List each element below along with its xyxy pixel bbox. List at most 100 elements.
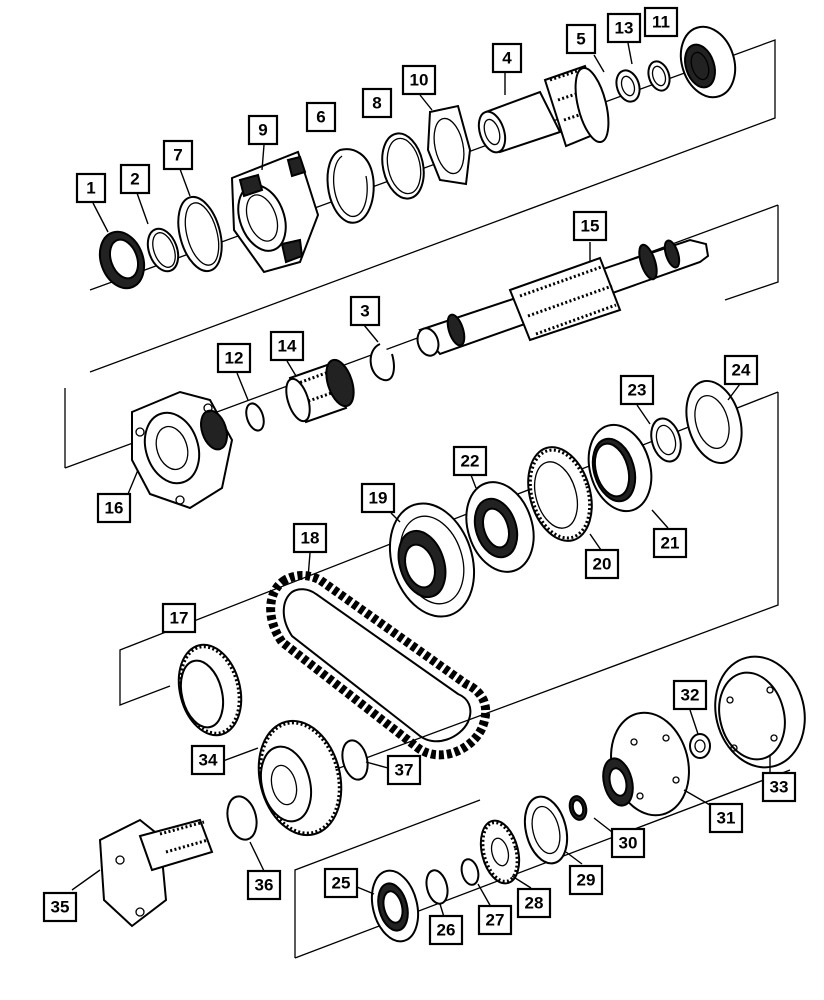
part-21-bearing-cup xyxy=(587,423,653,513)
part-6-snap-ring xyxy=(326,148,375,224)
callout-24: 24 xyxy=(723,354,759,386)
callout-12-label: 12 xyxy=(225,349,244,368)
callout-22: 22 xyxy=(452,445,488,477)
part-top-right-hub xyxy=(679,25,737,99)
callout-10: 10 xyxy=(401,64,437,96)
part-29-pump-rotor xyxy=(523,795,569,865)
callout-35: 35 xyxy=(42,891,78,923)
callout-17: 17 xyxy=(161,602,197,634)
callout-29-label: 29 xyxy=(577,871,596,890)
callout-19-label: 19 xyxy=(369,489,388,508)
callout-37-label: 37 xyxy=(395,761,414,780)
callout-26: 26 xyxy=(428,914,464,946)
part-9-housing xyxy=(230,150,320,274)
callout-27: 27 xyxy=(477,904,513,936)
callout-33-label: 33 xyxy=(770,778,789,797)
part-11-ring xyxy=(647,60,671,92)
callout-13: 13 xyxy=(606,12,642,44)
part-28-pump-gear xyxy=(479,819,521,885)
part-22-bearing xyxy=(465,481,535,573)
callout-3-label: 3 xyxy=(360,302,369,321)
callout-1-label: 1 xyxy=(86,179,95,198)
callout-14-label: 14 xyxy=(278,337,297,356)
callout-5: 5 xyxy=(565,23,597,55)
callout-31-label: 31 xyxy=(717,809,736,828)
callout-7-label: 7 xyxy=(173,146,182,165)
callout-26-label: 26 xyxy=(437,921,456,940)
callout-10-label: 10 xyxy=(410,71,429,90)
callout-35-label: 35 xyxy=(51,898,70,917)
part-27-snap-ring xyxy=(460,858,480,886)
callout-36-label: 36 xyxy=(255,876,274,895)
callout-8-label: 8 xyxy=(372,94,381,113)
part-5-gear xyxy=(543,64,610,148)
callout-33: 33 xyxy=(761,771,797,803)
callout-2-label: 2 xyxy=(130,170,139,189)
part-4-sun-gear-shaft xyxy=(477,90,562,154)
callout-24-label: 24 xyxy=(732,361,751,380)
part-24-thrust-plate xyxy=(685,379,743,465)
callout-27-label: 27 xyxy=(486,911,505,930)
part-1-seal xyxy=(98,230,146,290)
callout-5-label: 5 xyxy=(576,30,585,49)
callout-16-label: 16 xyxy=(105,499,124,518)
callout-28-label: 28 xyxy=(525,894,544,913)
callout-23: 23 xyxy=(619,374,655,406)
part-7-shim xyxy=(177,195,223,273)
part-35-output-shaft xyxy=(98,818,214,928)
callout-17-label: 17 xyxy=(170,609,189,628)
part-18-drive-chain xyxy=(266,571,491,760)
callout-20: 20 xyxy=(584,548,620,580)
callout-16: 16 xyxy=(96,492,132,524)
part-33-drum xyxy=(714,655,806,769)
callout-18: 18 xyxy=(292,522,328,554)
part-10-thrust-washer xyxy=(426,104,472,186)
part-3-snap-ring xyxy=(369,343,395,382)
callout-1: 1 xyxy=(75,172,107,204)
part-2-snap-ring xyxy=(146,227,180,273)
part-16-oil-pump-housing xyxy=(131,390,234,510)
leader-lines xyxy=(71,42,771,918)
callout-12: 12 xyxy=(216,342,252,374)
callout-8: 8 xyxy=(361,87,393,119)
callout-7: 7 xyxy=(162,139,194,171)
callout-15: 15 xyxy=(572,210,608,242)
callout-4-label: 4 xyxy=(502,49,512,68)
part-15-mainshaft xyxy=(416,238,710,357)
callout-23-label: 23 xyxy=(628,381,647,400)
callout-21-label: 21 xyxy=(661,534,680,553)
part-13-bushing xyxy=(615,69,641,103)
callout-11: 11 xyxy=(643,6,679,38)
part-30-o-ring xyxy=(568,795,588,821)
callout-9-label: 9 xyxy=(258,121,267,140)
callout-34: 34 xyxy=(190,744,226,776)
callout-32: 32 xyxy=(672,679,708,711)
part-23-ring xyxy=(650,417,682,463)
callout-32-label: 32 xyxy=(681,686,700,705)
callout-29: 29 xyxy=(568,864,604,896)
callout-34-label: 34 xyxy=(199,751,218,770)
part-37-snap-ring xyxy=(341,739,369,781)
callout-9: 9 xyxy=(247,114,279,146)
callout-3: 3 xyxy=(349,295,381,327)
callout-6: 6 xyxy=(305,101,337,133)
callout-37: 37 xyxy=(386,754,422,786)
callout-30-label: 30 xyxy=(619,834,638,853)
callout-21: 21 xyxy=(652,527,688,559)
callout-2: 2 xyxy=(119,163,151,195)
part-20-bearing-race xyxy=(527,446,593,542)
callout-30: 30 xyxy=(610,827,646,859)
callout-18-label: 18 xyxy=(301,529,320,548)
part-14-gear-sleeve xyxy=(285,358,355,424)
callout-19: 19 xyxy=(360,482,396,514)
callout-36: 36 xyxy=(246,869,282,901)
part-19-bearing xyxy=(388,502,476,618)
part-36-snap-ring xyxy=(226,795,258,841)
callout-31: 31 xyxy=(708,802,744,834)
part-25-seal xyxy=(370,869,420,943)
callout-22-label: 22 xyxy=(461,452,480,471)
part-17-sprocket xyxy=(177,643,243,737)
callout-13-label: 13 xyxy=(615,19,634,38)
part-32-nut xyxy=(689,733,711,759)
